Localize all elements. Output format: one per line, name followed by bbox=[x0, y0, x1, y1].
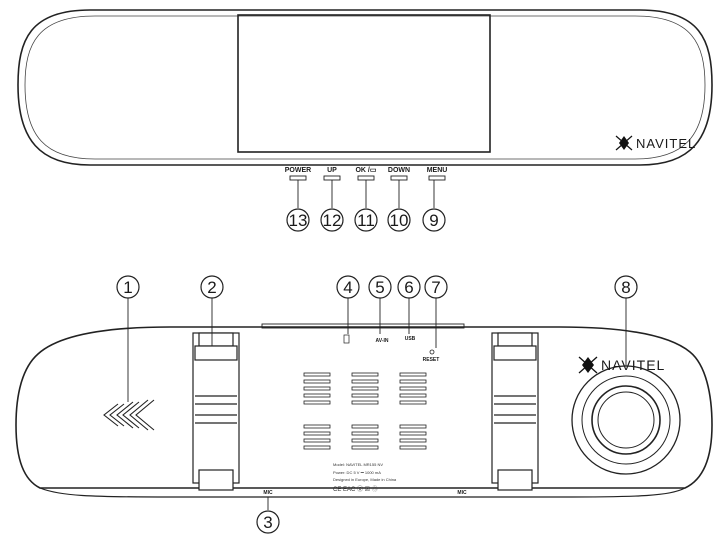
callout-8: 8 bbox=[614, 275, 638, 299]
rear-camera bbox=[571, 365, 681, 475]
front-brand-logo: NAVITEL bbox=[615, 135, 696, 151]
callout-10: 10 bbox=[387, 208, 411, 232]
av-in-label: AV-IN bbox=[376, 338, 389, 344]
front-view: NAVITEL POWER UP OK /▭ DOWN MENU bbox=[17, 9, 713, 232]
svg-text:6: 6 bbox=[404, 278, 413, 297]
front-display-screen bbox=[237, 14, 491, 153]
mic-label-right: MIC bbox=[457, 490, 467, 496]
svg-text:13: 13 bbox=[289, 211, 308, 230]
callout-2: 2 bbox=[200, 275, 224, 299]
back-leader-lines bbox=[127, 298, 627, 510]
vent-top-left bbox=[303, 372, 331, 405]
back-brand-text: NAVITEL bbox=[601, 357, 665, 373]
front-buttons: POWER UP OK /▭ DOWN MENU bbox=[285, 167, 448, 181]
back-mirror-body bbox=[15, 326, 713, 489]
sticker-power: Power: DC 5 V ⎓ 1000 mA bbox=[333, 470, 381, 475]
front-mirror-inner-edge bbox=[24, 15, 706, 160]
mount-arrows bbox=[103, 399, 155, 431]
navitel-logo-icon-back bbox=[578, 356, 598, 374]
vent-bottom-center bbox=[351, 424, 379, 450]
usb-label: USB bbox=[405, 336, 416, 342]
svg-text:1: 1 bbox=[123, 278, 132, 297]
strap-right bbox=[491, 332, 539, 491]
callout-3: 3 bbox=[256, 510, 280, 534]
svg-text:9: 9 bbox=[429, 211, 438, 230]
front-brand-text: NAVITEL bbox=[636, 136, 696, 151]
power-button-label: POWER bbox=[285, 167, 311, 174]
vent-bottom-left bbox=[303, 424, 331, 450]
svg-text:11: 11 bbox=[357, 211, 375, 230]
callout-5: 5 bbox=[368, 275, 392, 299]
svg-text:3: 3 bbox=[263, 513, 272, 532]
card-slot[interactable] bbox=[343, 334, 350, 344]
callout-9: 9 bbox=[422, 208, 446, 232]
ok-button-label: OK /▭ bbox=[355, 167, 376, 174]
navitel-logo-icon bbox=[615, 135, 633, 151]
front-leader-lines bbox=[297, 180, 435, 208]
vent-top-center bbox=[351, 372, 379, 405]
callout-13: 13 bbox=[286, 208, 310, 232]
callout-6: 6 bbox=[397, 275, 421, 299]
strap-left bbox=[192, 332, 240, 491]
ok-button[interactable] bbox=[357, 175, 375, 181]
reset-label: RESET bbox=[423, 357, 440, 363]
label-sticker: Model: NAVITEL MR155 NV Power: DC 5 V ⎓ … bbox=[333, 462, 397, 493]
sticker-marks: CE EAC ⓖ ☒ ♲ bbox=[333, 485, 378, 493]
up-button[interactable] bbox=[323, 175, 341, 181]
svg-text:7: 7 bbox=[431, 278, 440, 297]
power-button[interactable] bbox=[289, 175, 307, 181]
callout-4: 4 bbox=[336, 275, 360, 299]
mic-label-left: MIC bbox=[263, 490, 273, 496]
front-mirror-body bbox=[17, 9, 713, 166]
sticker-origin: Designed in Europe, Made in China bbox=[333, 477, 397, 482]
menu-button-label: MENU bbox=[427, 167, 448, 174]
sticker-model: Model: NAVITEL MR155 NV bbox=[333, 462, 383, 467]
svg-text:10: 10 bbox=[390, 211, 409, 230]
back-view: Model: NAVITEL MR155 NV Power: DC 5 V ⎓ … bbox=[15, 275, 713, 534]
reset-button[interactable] bbox=[429, 349, 435, 355]
callout-7: 7 bbox=[424, 275, 448, 299]
back-brand-logo: NAVITEL bbox=[578, 356, 665, 374]
menu-button[interactable] bbox=[428, 175, 446, 181]
callout-11: 11 bbox=[354, 208, 378, 232]
svg-text:8: 8 bbox=[621, 278, 630, 297]
top-port-strip bbox=[261, 323, 465, 329]
callout-12: 12 bbox=[320, 208, 344, 232]
back-callouts: 1 2 3 4 5 6 7 bbox=[116, 275, 638, 534]
down-button-label: DOWN bbox=[388, 167, 410, 174]
svg-text:2: 2 bbox=[207, 278, 216, 297]
ports: AV-IN USB RESET MIC MIC bbox=[263, 334, 467, 496]
svg-text:5: 5 bbox=[375, 278, 384, 297]
back-mirror-bottom-edge bbox=[39, 487, 686, 498]
svg-text:4: 4 bbox=[343, 278, 352, 297]
down-button[interactable] bbox=[390, 175, 408, 181]
svg-text:12: 12 bbox=[323, 211, 342, 230]
vent-grille bbox=[303, 372, 427, 450]
callout-1: 1 bbox=[116, 275, 140, 299]
vent-top-right bbox=[399, 372, 427, 405]
vent-bottom-right bbox=[399, 424, 427, 450]
front-callouts: 13 12 11 10 9 bbox=[286, 208, 446, 232]
up-button-label: UP bbox=[327, 167, 337, 174]
